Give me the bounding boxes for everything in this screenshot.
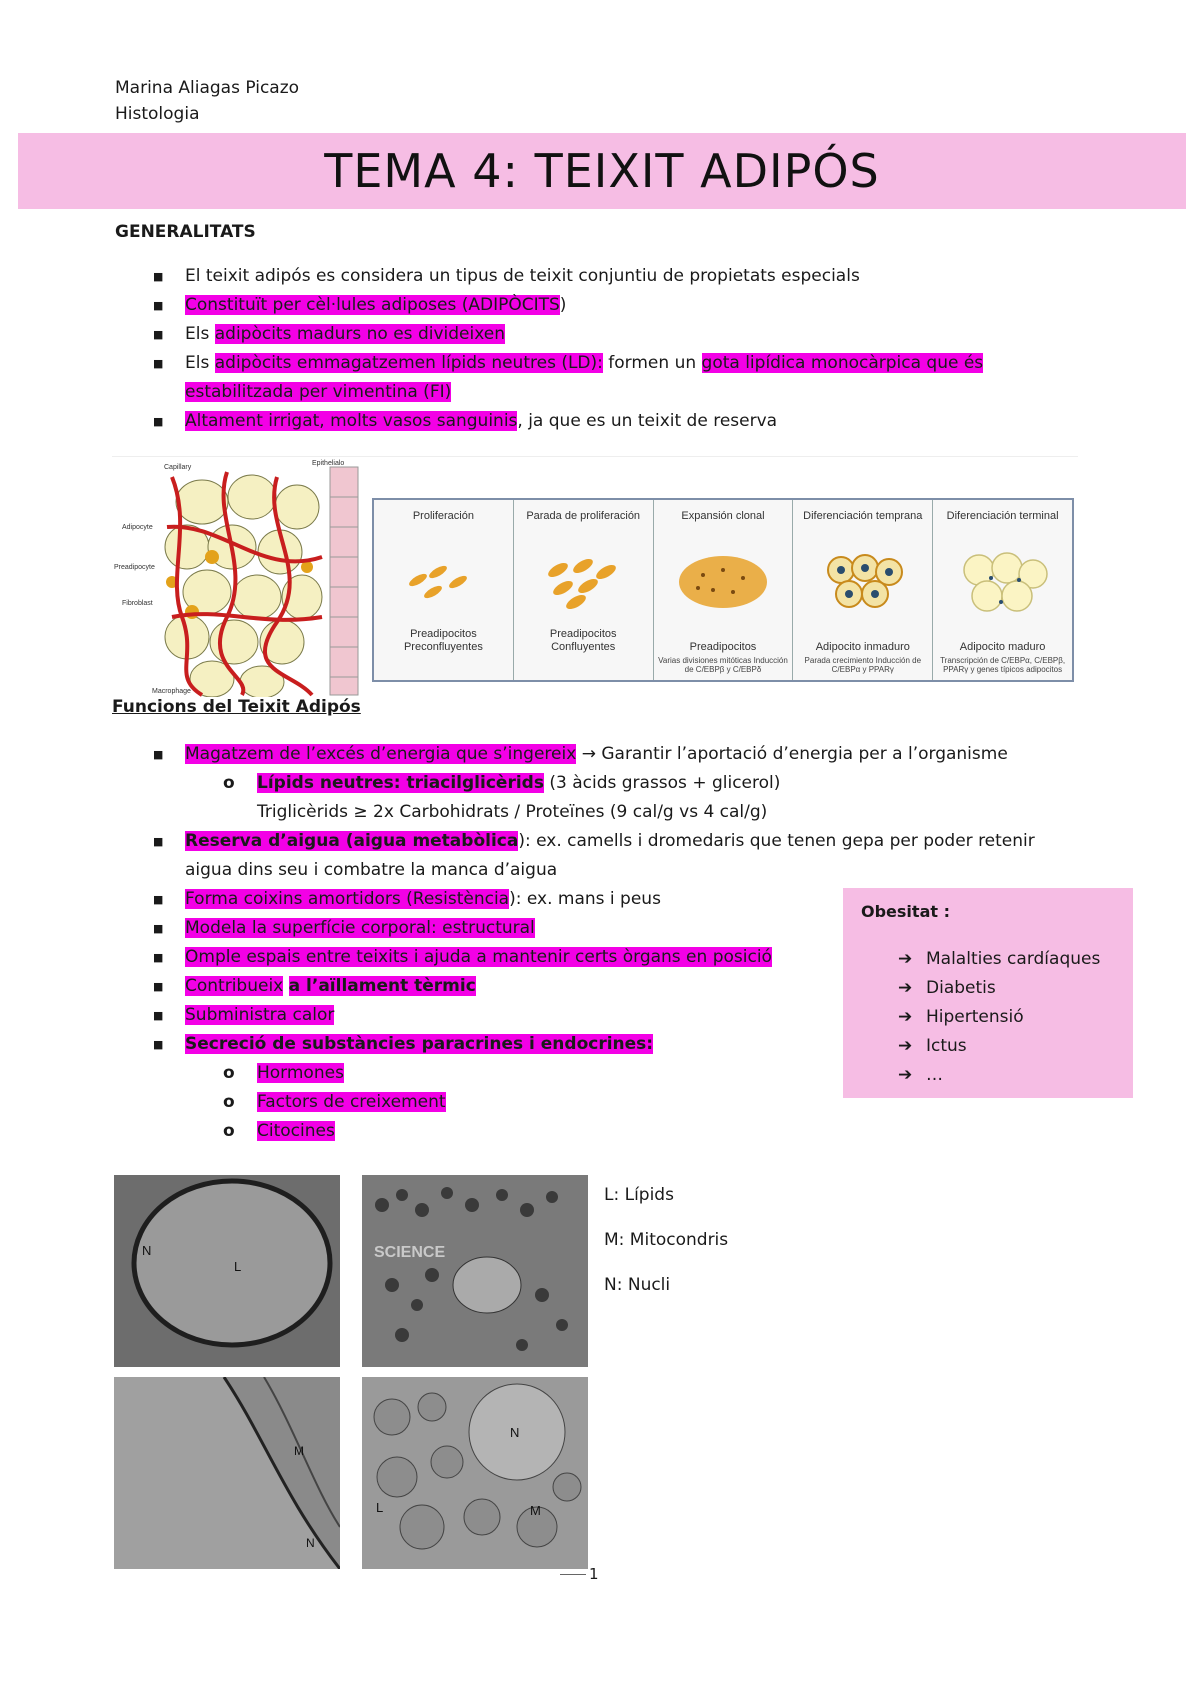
- mature-adipocyte-icon: [962, 552, 1048, 612]
- label-M: M: [294, 1444, 304, 1458]
- label-L: L: [234, 1259, 241, 1274]
- title-banner: TEMA 4: TEIXIT ADIPÓS: [18, 133, 1186, 209]
- list-item: ➔Hipertensió: [898, 1003, 1100, 1032]
- arrow-icon: ➔: [898, 1007, 913, 1027]
- funcions-list: ■Magatzem de l’excés d’energia que s’ing…: [115, 740, 1080, 1146]
- legend-lipids: L: Lípids: [604, 1185, 674, 1205]
- list-item: ■Secreció de substàncies paracrines i en…: [153, 1034, 654, 1054]
- list-item: ■Subministra calor: [153, 1005, 335, 1025]
- watermark: SCIENCE: [374, 1244, 445, 1261]
- list-item: ➔Malalties cardíaques: [898, 945, 1100, 974]
- label-L: L: [376, 1500, 383, 1515]
- label-N: N: [306, 1536, 315, 1550]
- subject-name: Histologia: [115, 104, 200, 124]
- list-item: ■Constituït per cèl·lules adiposes (ADIP…: [153, 295, 567, 315]
- label-preadipocyte: Preadipocyte: [114, 564, 155, 571]
- list-item: ■Reserva d’aigua (aigua metabòlica): ex.…: [153, 831, 1035, 851]
- stage-early-differentiation: Diferenciación temprana Adipocito inmadu…: [793, 500, 934, 680]
- list-item-continuation: estabilitzada per vimentina (FI): [185, 382, 452, 402]
- adipose-tissue-schematic: Capillary Adipocyte Preadipocyte Fibrobl…: [112, 457, 360, 697]
- list-item: ■Els adipòcits emmagatzemen lípids neutr…: [153, 353, 984, 373]
- clonal-expansion-icon: [678, 556, 767, 608]
- micrograph-legend: L: Lípids M: Mitocondris N: Nucli: [604, 1173, 728, 1308]
- obesitat-title: Obesitat :: [861, 902, 950, 921]
- label-macrophage: Macrophage: [152, 688, 191, 695]
- label-adipocyte: Adipocyte: [122, 524, 153, 531]
- funcions-heading: Funcions del Teixit Adipós: [112, 697, 361, 717]
- generalitats-list: ■El teixit adipós es considera un tipus …: [115, 262, 1080, 436]
- list-item-continuation: aigua dins seu i combatre la manca d’aig…: [185, 860, 558, 880]
- list-item: ■Magatzem de l’excés d’energia que s’ing…: [153, 744, 1008, 764]
- list-item: ■El teixit adipós es considera un tipus …: [153, 266, 860, 286]
- right-arrow-icon: →: [581, 744, 596, 764]
- list-item: ■Forma coixins amortidors (Resistència):…: [153, 889, 661, 909]
- preadipocyte-cluster-icon: [409, 565, 468, 599]
- label-epithelium: Epithelialo: [312, 460, 344, 467]
- label-N: N: [510, 1425, 519, 1440]
- micrograph-cytoplasm-rim: M N: [114, 1377, 340, 1569]
- list-item: ■Contribueix a l’aïllament tèrmic: [153, 976, 476, 996]
- label-capillary: Capillary: [164, 464, 192, 471]
- confluent-preadipocytes-icon: [548, 559, 617, 609]
- stage-clonal-expansion: Expansión clonal Preadipocitos Varias di…: [654, 500, 794, 680]
- divider: [112, 456, 1078, 457]
- list-item: ■Altament irrigat, molts vasos sanguinis…: [153, 411, 778, 431]
- arrow-icon: ➔: [898, 1065, 913, 1085]
- list-item: ■Els adipòcits madurs no es divideixen: [153, 324, 505, 344]
- capillary-vessels: [166, 471, 323, 697]
- sub-item-continuation: Triglicèrids ≥ 2x Carbohidrats / Proteïn…: [257, 802, 768, 822]
- micrograph-mitochondria: SCIENCE: [362, 1175, 588, 1367]
- obesitat-box: Obesitat : ➔Malalties cardíaques ➔Diabet…: [843, 888, 1133, 1098]
- stage-terminal-differentiation: Diferenciación terminal Adipocito maduro…: [940, 510, 1066, 674]
- label-M: M: [530, 1503, 541, 1518]
- page-number: 1: [589, 1565, 599, 1583]
- arrow-icon: ➔: [898, 978, 913, 998]
- obesitat-list: ➔Malalties cardíaques ➔Diabetis ➔Hiperte…: [898, 945, 1100, 1090]
- micrograph-nucleus-mitochondria: N L M: [362, 1377, 588, 1569]
- label-fibroblast: Fibroblast: [122, 600, 153, 607]
- immature-adipocyte-icon: [826, 554, 903, 608]
- micrograph-lipid-droplet: L N: [114, 1175, 340, 1367]
- author-name: Marina Aliagas Picazo: [115, 78, 300, 98]
- document-header: Marina Aliagas Picazo Histologia: [115, 75, 299, 127]
- epithelium: [329, 466, 359, 696]
- page-number-rule: [560, 1574, 586, 1575]
- page-title: TEMA 4: TEIXIT ADIPÓS: [324, 144, 880, 198]
- arrow-icon: ➔: [898, 1036, 913, 1056]
- list-item: ■Omple espais entre teixits i ajuda a ma…: [153, 947, 772, 967]
- list-item: ■Modela la superfície corporal: estructu…: [153, 918, 535, 938]
- label-N: N: [142, 1243, 151, 1258]
- legend-nucleus: N: Nucli: [604, 1275, 671, 1295]
- list-item: ➔Diabetis: [898, 974, 1100, 1003]
- list-item: ➔…: [898, 1061, 1100, 1090]
- generalitats-heading: GENERALITATS: [115, 222, 256, 242]
- list-item: ➔Ictus: [898, 1032, 1100, 1061]
- legend-mitochondria: M: Mitocondris: [604, 1230, 729, 1250]
- arrow-icon: ➔: [898, 949, 913, 969]
